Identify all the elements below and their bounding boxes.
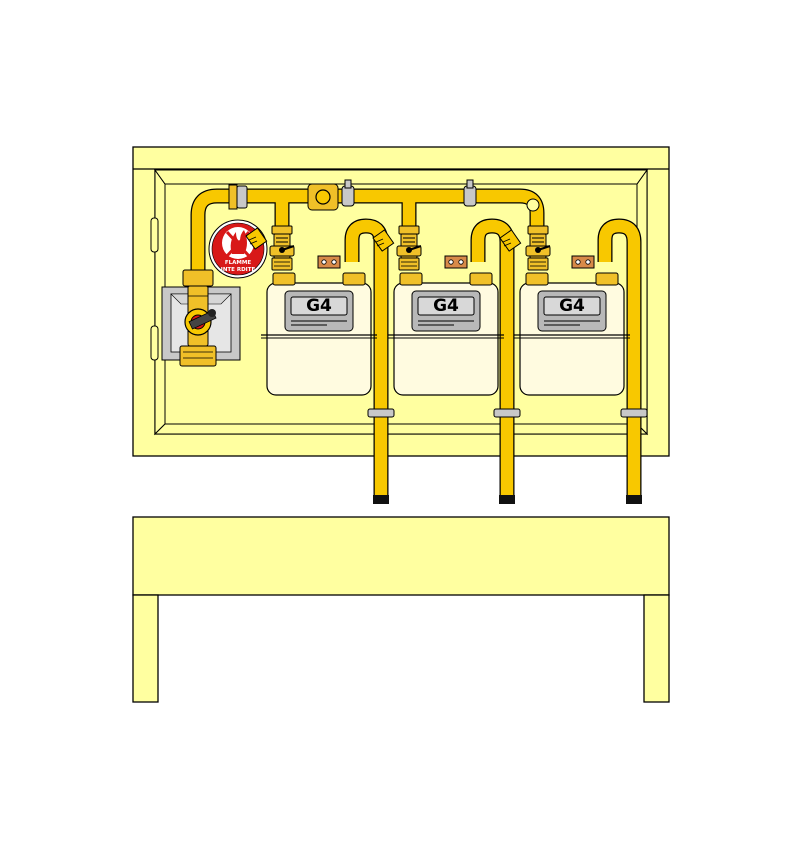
meter-1: G4 xyxy=(260,272,378,396)
hinge-top xyxy=(150,217,159,253)
meter-2: G4 xyxy=(387,272,505,396)
sign-line-1: FLAMME xyxy=(225,260,251,266)
sign-line-2: INTE RDITE xyxy=(221,267,256,273)
floor-brackets xyxy=(367,408,648,418)
pipe-end-caps xyxy=(373,495,642,504)
quarter-turn-valve-icon xyxy=(184,308,217,336)
meter-3-label: G4 xyxy=(559,296,585,316)
meter-valve-3 xyxy=(525,225,551,271)
meter-valve-1 xyxy=(269,225,295,271)
hinge-bottom xyxy=(150,325,159,361)
main-valve-box xyxy=(161,269,241,367)
meter-3: G4 xyxy=(513,272,631,396)
no-flame-icon xyxy=(225,230,251,258)
header-fittings xyxy=(228,179,540,212)
meter-2-label: G4 xyxy=(433,296,459,316)
cabinet-stand xyxy=(132,516,670,703)
meter-valve-2 xyxy=(396,225,422,271)
meter-1-label: G4 xyxy=(306,296,332,316)
